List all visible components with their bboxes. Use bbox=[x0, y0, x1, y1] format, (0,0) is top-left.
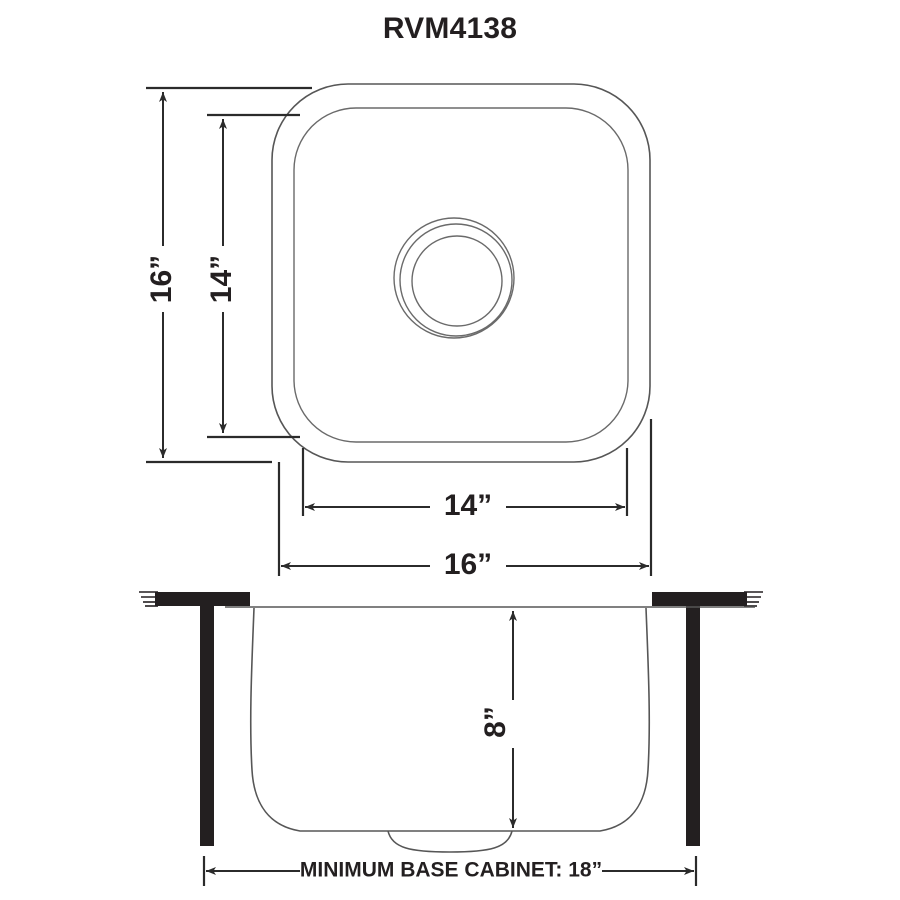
front-section-view: 8” MINIMUM BASE CABINET: 18” bbox=[139, 591, 763, 886]
dim-label-outer-height: 16” bbox=[145, 255, 178, 303]
dim-label-depth: 8” bbox=[479, 706, 512, 738]
basin-drain-bump bbox=[387, 830, 513, 853]
horizontal-dimensions: 14” 16” bbox=[277, 419, 653, 581]
page-title: RVM4138 bbox=[382, 12, 518, 45]
cabinet-wall-right bbox=[686, 606, 700, 846]
dim-label-inner-width: 14” bbox=[444, 489, 492, 522]
dim-label-base-cabinet: MINIMUM BASE CABINET: 18” bbox=[300, 859, 602, 882]
top-view-sink bbox=[271, 83, 651, 463]
sink-outer-rim bbox=[271, 83, 651, 463]
dim-label-inner-height: 14” bbox=[205, 255, 238, 303]
basin-profile bbox=[249, 607, 651, 832]
countertop-hatch-left bbox=[139, 591, 158, 607]
dim-label-outer-width: 16” bbox=[444, 548, 492, 581]
vertical-dimensions: 16” 14” bbox=[145, 86, 312, 464]
countertop-left bbox=[155, 592, 250, 606]
sink-inner-basin bbox=[293, 107, 629, 443]
countertop-hatch-right bbox=[744, 591, 763, 607]
countertop-right bbox=[652, 592, 747, 606]
drain-icon bbox=[393, 217, 515, 339]
cabinet-wall-left bbox=[200, 606, 214, 846]
